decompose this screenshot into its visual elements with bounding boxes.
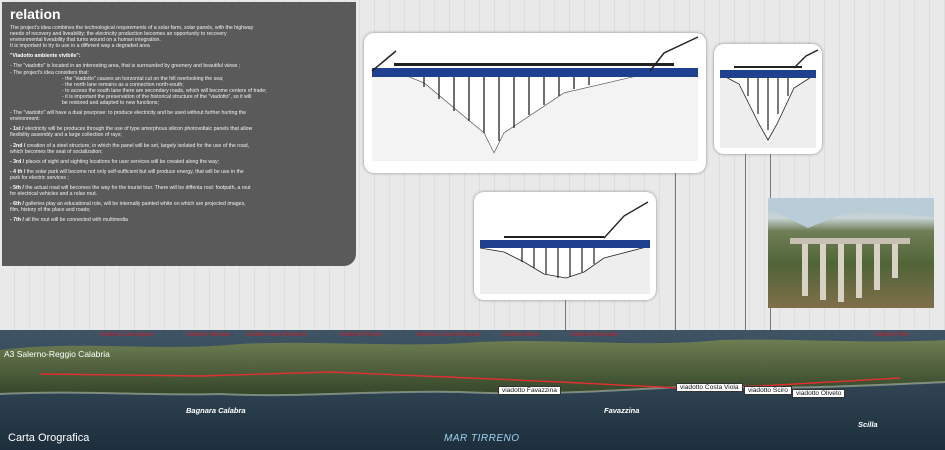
point-text-cont: flexibility assembly and a large collect… (10, 132, 122, 139)
point-item: - 6th / galleries play an educational ro… (10, 201, 348, 207)
point-text-cont: for electrical vehicles and a relax rout… (10, 191, 98, 198)
place-label: Bagnara Calabra (186, 406, 246, 415)
point-item: - 2nd / creation of a steel structure, i… (10, 143, 348, 149)
purpose-line: - The "viadotto" will have a dual pourpo… (10, 110, 247, 117)
point-item: - 4 th / the solar park will become not … (10, 169, 348, 175)
context-line: - The project's idea considers that: (10, 69, 90, 76)
section-card-large (364, 33, 706, 173)
context-line: - The "viadotto" is located in an intere… (10, 63, 241, 70)
orographic-map: Galleria Cacciapulu Galleria Vardaru Gal… (0, 330, 945, 450)
leader-line (745, 154, 746, 380)
gallery-label: Galleria Filicusi (340, 331, 382, 338)
point-text: all the rout will be connected with mult… (25, 217, 128, 224)
section-card-small (714, 44, 822, 154)
point-item: - 3rd / places of sight and sighting loc… (10, 159, 348, 165)
leader-line (675, 173, 676, 383)
viaduct-section-drawing (719, 49, 819, 148)
point-text: galleries play an educational role, will… (25, 201, 246, 208)
section-card-medium (474, 192, 656, 300)
place-label: Scilla (858, 420, 878, 429)
consider-line: - the north lane remains as a connection… (62, 81, 184, 88)
purpose-line: environment: (10, 116, 40, 123)
viaduct-label: viadotto Oliveto (792, 389, 846, 398)
point-number: - 7th / (10, 217, 24, 224)
highway-label: A3 Salerno-Reggio Calabria (4, 349, 110, 359)
point-item: - 5th / the actual road will becomes the… (10, 185, 348, 191)
point-text: creation of a steel structure, in which … (26, 142, 250, 149)
gallery-label: Galleria Paci (874, 331, 910, 338)
viaduct-label: viadotto Favazzina (498, 386, 561, 395)
map-title: Carta Orografica (8, 432, 90, 444)
gallery-label: Galleria San Giovanni (246, 331, 307, 338)
gallery-label: Galleria Vardaru (186, 331, 231, 338)
viaduct-photo (768, 198, 934, 308)
point-text: the actual road will becomes the way for… (25, 184, 251, 191)
viaduct-section-drawing (371, 36, 699, 161)
intro-line: environmental liveability that turns wou… (10, 37, 161, 44)
consider-line: - the "viadotto" causes an horzontal cut… (62, 75, 224, 82)
description-panel: relation The project's idea combines the… (2, 2, 356, 266)
point-number: - 1st / (10, 126, 24, 133)
panel-heading: "Viadotto ambiente vivibile": (10, 53, 81, 60)
consider-line: - it is important the preservation of th… (62, 93, 252, 100)
point-text-cont: film, history of the place and roads; (10, 207, 91, 214)
intro-line: needs of recovery and liveability; the e… (10, 31, 227, 38)
place-label: Favazzina (604, 406, 640, 415)
point-number: - 2nd / (10, 142, 26, 149)
point-number: - 3rd / (10, 158, 25, 165)
point-number: - 4 th / (10, 168, 26, 175)
gallery-label: Galleria Muro (502, 331, 540, 338)
gallery-label: Galleria Brancato (570, 331, 618, 338)
consider-line: - to access the south lane there are sec… (62, 87, 267, 94)
panel-title: relation (10, 6, 61, 22)
point-text: places of sight and sighting locations f… (25, 158, 220, 165)
point-text-cont: park for electric services ; (10, 174, 69, 181)
point-number: - 6th / (10, 201, 24, 208)
consider-line: be restored and adapted to new functions… (62, 100, 159, 107)
viaduct-section-drawing (479, 201, 651, 294)
point-text: the solar park will become not only self… (26, 168, 244, 175)
gallery-label: Galleria Costa Manousi (416, 331, 481, 338)
viaduct-label: viadotto Costa Viola (676, 383, 743, 392)
intro-line: The project's idea combines the technolo… (10, 25, 254, 31)
point-text-cont: which becomes the seat of socialization; (10, 148, 103, 155)
point-text: electricity will be produces through the… (25, 126, 253, 133)
point-item: - 1st / electricity will be produces thr… (10, 126, 348, 132)
viaduct-label: viadotto Sciro (744, 386, 792, 395)
points-list: - 1st / electricity will be produces thr… (10, 126, 348, 227)
point-item: - 7th / all the rout will be connected w… (10, 217, 348, 223)
gallery-label: Galleria Cacciapulu (100, 331, 154, 338)
intro-line: It is important to try to use in a diffe… (10, 43, 150, 50)
point-number: - 5th / (10, 184, 24, 191)
sea-label: MAR TIRRENO (444, 433, 520, 444)
